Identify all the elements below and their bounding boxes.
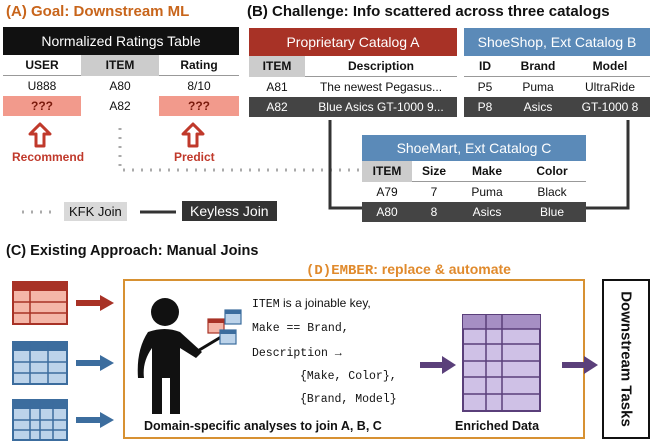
- ratings-col-user: USER: [3, 55, 81, 76]
- recommend-arrow-icon: [28, 122, 52, 148]
- downstream-tasks-label: Downstream Tasks: [617, 291, 635, 427]
- manual-line-3: Description →: [252, 347, 342, 360]
- arrow-to-downstream-icon: [562, 356, 598, 374]
- manual-line-2: Make == Brand,: [252, 322, 349, 335]
- enriched-data-icon: [462, 314, 541, 412]
- catalog-b-title: ShoeShop, Ext Catalog B: [464, 28, 650, 56]
- challenge-title: (B) Challenge: Info scattered across thr…: [247, 3, 610, 20]
- catalog-c: ShoeMart, Ext Catalog C ITEM Size Make C…: [362, 135, 586, 222]
- ratings-table-title: Normalized Ratings Table: [3, 27, 239, 55]
- catalog-b-cell: GT-1000 8: [570, 97, 650, 117]
- catalog-a-cell: Blue Asics GT-1000 9...: [305, 97, 457, 117]
- catalog-b: ShoeShop, Ext Catalog B ID Brand Model P…: [464, 28, 650, 117]
- table-blue-icon: [12, 341, 68, 385]
- legend-keyless-label: Keyless Join: [182, 201, 277, 221]
- catalog-c-cell: Puma: [456, 181, 518, 202]
- catalog-b-cell: UltraRide: [570, 76, 650, 97]
- table-blue-icon: [12, 399, 68, 441]
- recommend-label: Recommend: [12, 150, 85, 164]
- ratings-cell: A80: [81, 75, 159, 96]
- predict-label: Predict: [174, 150, 215, 164]
- arrow-to-enriched-icon: [420, 356, 456, 374]
- catalog-b-col-model: Model: [570, 56, 650, 77]
- catalog-a-cell: A82: [249, 97, 305, 117]
- ratings-cell-unknown-rating: ???: [159, 96, 239, 116]
- catalog-b-cell: P5: [464, 76, 506, 97]
- catalog-a: Proprietary Catalog A ITEM Description A…: [249, 28, 457, 117]
- catalog-b-col-brand: Brand: [506, 56, 570, 77]
- catalog-c-cell: 8: [412, 202, 456, 222]
- input-catalogs: [12, 281, 114, 441]
- manual-caption: Domain-specific analyses to join A, B, C: [144, 419, 382, 433]
- catalog-c-cell: Blue: [518, 202, 586, 222]
- catalog-a-cell: The newest Pegasus...: [305, 76, 457, 97]
- ratings-col-rating: Rating: [159, 55, 239, 76]
- goal-title: (A) Goal: Downstream ML: [6, 3, 190, 20]
- arrow-right-icon: [76, 295, 114, 311]
- arrow-right-icon: [76, 412, 114, 428]
- table-red-icon: [12, 281, 68, 325]
- ratings-col-item: ITEM: [81, 55, 159, 76]
- catalog-c-cell: Black: [518, 181, 586, 202]
- join-lines: [22, 120, 630, 214]
- keyless-join-line-b: [580, 120, 630, 210]
- person-presenting-icon: [137, 298, 242, 414]
- catalog-a-cell: A81: [249, 76, 305, 97]
- ember-title: (D)EMBER: replace & automate: [306, 261, 511, 279]
- catalog-c-col-make: Make: [456, 161, 518, 182]
- ratings-cell: A82: [81, 96, 159, 116]
- manual-line-5: {Brand, Model}: [300, 393, 397, 406]
- ember-name: EMBER: [331, 263, 374, 279]
- catalog-c-title: ShoeMart, Ext Catalog C: [362, 135, 586, 161]
- catalog-c-col-color: Color: [518, 161, 586, 182]
- enriched-data-label: Enriched Data: [455, 419, 540, 433]
- manual-line-4: {Make, Color},: [300, 370, 397, 383]
- ratings-table: Normalized Ratings Table USER ITEM Ratin…: [3, 27, 239, 116]
- catalog-c-cell: A79: [362, 181, 412, 202]
- ember-suffix: : replace & automate: [373, 261, 511, 277]
- ratings-cell: U888: [3, 75, 81, 96]
- legend-kfk-label: KFK Join: [64, 202, 127, 221]
- predict-arrow-icon: [181, 122, 205, 148]
- catalog-c-cell: A80: [362, 202, 412, 222]
- downstream-tasks-box: Downstream Tasks: [602, 279, 650, 439]
- catalog-a-col-description: Description: [305, 56, 457, 77]
- manual-line-1-text: is a joinable key,: [279, 296, 371, 310]
- keyless-join-line-a: [328, 120, 372, 210]
- catalog-c-col-item: ITEM: [362, 161, 412, 182]
- catalog-b-cell: Asics: [506, 97, 570, 117]
- kfk-join-line: [118, 128, 372, 172]
- manual-line-1-key: ITEM: [252, 298, 280, 311]
- ember-prefix: (D): [306, 263, 332, 279]
- ratings-cell-unknown-user: ???: [3, 96, 81, 116]
- catalog-c-cell: Asics: [456, 202, 518, 222]
- catalog-a-col-item: ITEM: [249, 56, 305, 77]
- manual-line-1: ITEM is a joinable key,: [252, 296, 371, 311]
- arrow-right-icon: [76, 355, 114, 371]
- catalog-c-col-size: Size: [412, 161, 456, 182]
- catalog-b-col-id: ID: [464, 56, 506, 77]
- catalog-a-title: Proprietary Catalog A: [249, 28, 457, 56]
- existing-approach-title: (C) Existing Approach: Manual Joins: [6, 243, 259, 259]
- catalog-c-cell: 7: [412, 181, 456, 202]
- catalog-b-cell: P8: [464, 97, 506, 117]
- ratings-cell: 8/10: [159, 75, 239, 96]
- catalog-b-cell: Puma: [506, 76, 570, 97]
